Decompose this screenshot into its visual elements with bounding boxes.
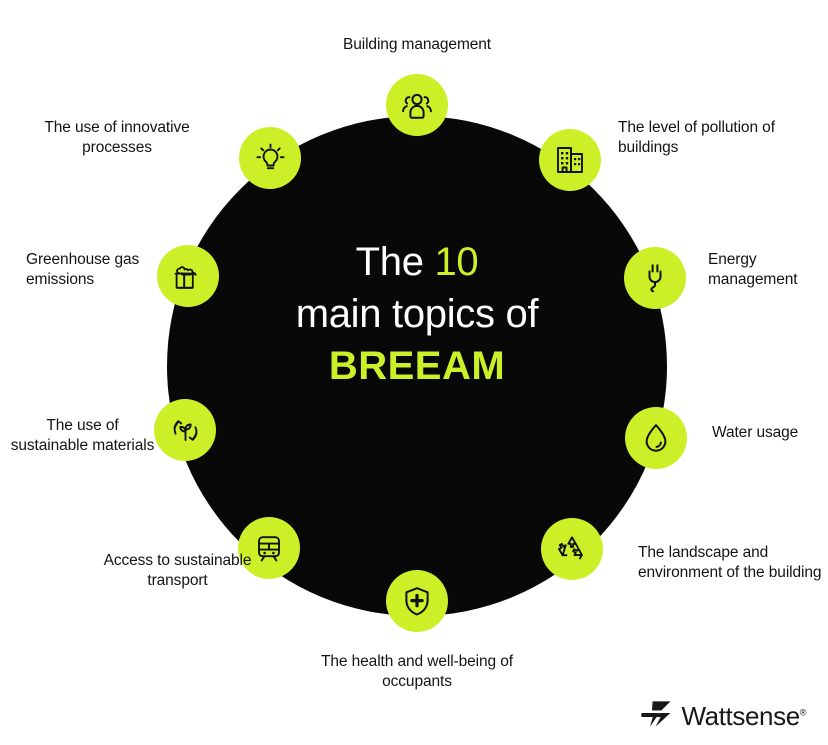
topic-label-building-management: Building management: [342, 36, 492, 53]
water-droplet-icon: [640, 422, 672, 454]
lightning-bolt-icon: [639, 700, 673, 733]
trademark-symbol: ®: [799, 707, 807, 718]
title-line-2: main topics of: [295, 292, 539, 336]
title-line-3-breeam: BREEAM: [328, 344, 506, 388]
topic-node-water-usage[interactable]: [625, 407, 687, 469]
topic-node-innovative-processes[interactable]: [239, 127, 301, 189]
topic-label-energy-management: Energy management: [708, 251, 798, 289]
recycle-plant-icon: [169, 414, 202, 447]
topic-node-greenhouse-gas[interactable]: [157, 245, 219, 307]
topic-label-greenhouse-gas: Greenhouse gas emissions: [26, 251, 140, 289]
topic-node-building-management[interactable]: [386, 74, 448, 136]
topic-label-landscape-environment: The landscape and environment of the bui…: [638, 544, 822, 582]
office-buildings-icon: [554, 144, 586, 176]
topic-label-water-usage: Water usage: [712, 424, 799, 441]
factory-smoke-icon: [172, 260, 205, 293]
page-title: The 10 main topics of BREEAM: [217, 236, 617, 392]
topic-node-energy-management[interactable]: [624, 247, 686, 309]
topic-node-health-wellbeing[interactable]: [386, 570, 448, 632]
title-text-the: The: [355, 240, 435, 284]
tram-icon: [253, 532, 285, 564]
shield-cross-icon: [401, 585, 433, 617]
topic-node-sustainable-transport[interactable]: [238, 517, 300, 579]
recycle-icon: [556, 533, 588, 565]
topic-node-landscape-environment[interactable]: [541, 518, 603, 580]
topic-node-pollution-level[interactable]: [539, 129, 601, 191]
brand-logo: Wattsense®: [639, 700, 807, 733]
people-group-icon: [400, 88, 434, 122]
brand-name-text: Wattsense: [681, 701, 801, 731]
power-plug-icon: [639, 262, 671, 294]
topic-node-sustainable-materials[interactable]: [154, 399, 216, 461]
topic-label-pollution-level: The level of pollution of buildings: [618, 119, 775, 157]
topic-label-sustainable-materials: The use of sustainable materials: [10, 417, 155, 455]
title-number-10: 10: [434, 240, 479, 284]
topic-label-health-wellbeing: The health and well-being of occupants: [321, 653, 513, 691]
brand-name: Wattsense®: [682, 701, 807, 732]
title-line-1: The 10: [217, 236, 617, 288]
lightbulb-icon: [254, 142, 287, 175]
topic-label-innovative-processes: The use of innovative processes: [44, 119, 190, 157]
topic-label-sustainable-transport: Access to sustainable transport: [103, 552, 252, 590]
